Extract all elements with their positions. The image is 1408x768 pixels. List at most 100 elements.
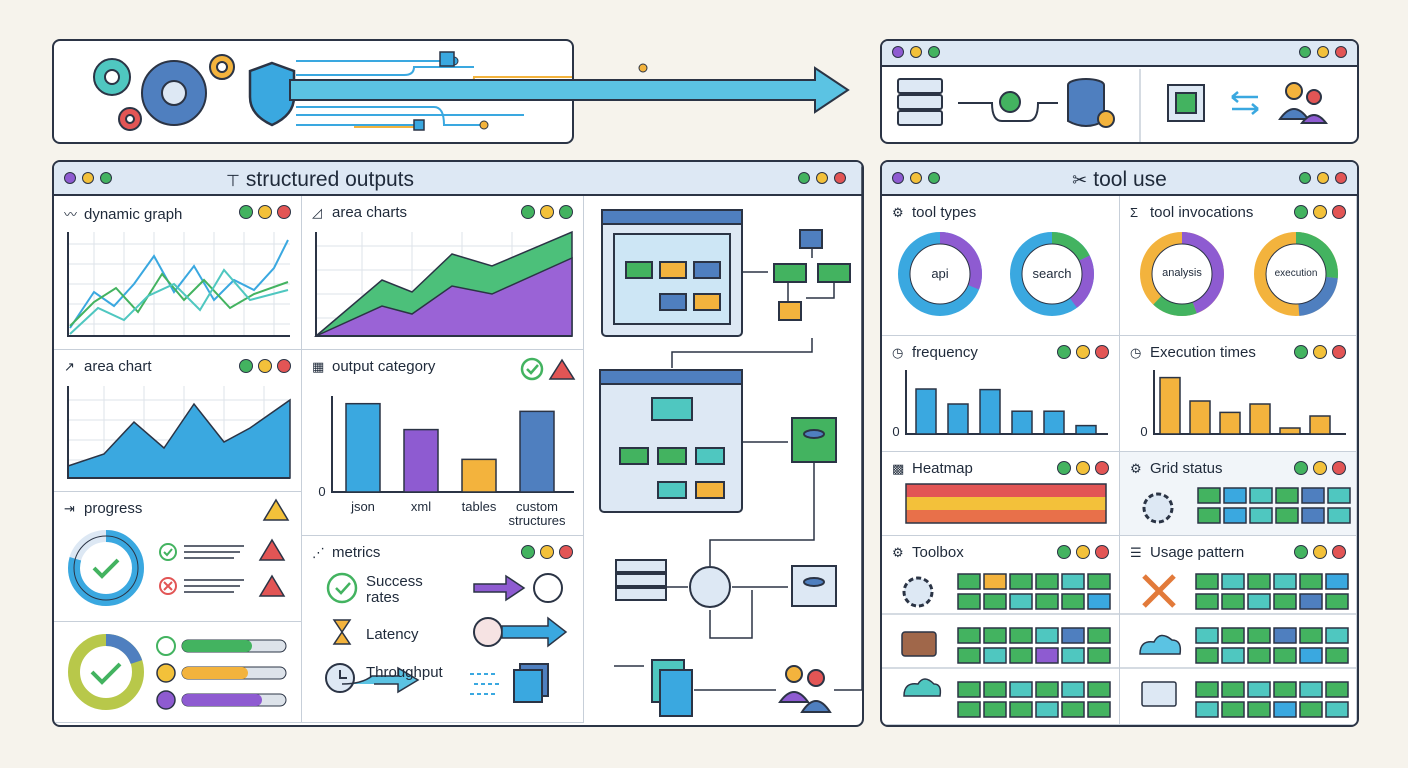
control-dot[interactable] [1317,172,1329,184]
control-dot[interactable] [82,172,94,184]
status-cell [1195,647,1219,664]
panel-controls[interactable] [1057,345,1109,359]
control-dot[interactable] [100,172,112,184]
control-dot[interactable] [1313,205,1327,219]
control-dot[interactable] [1095,461,1109,475]
panel-area-charts[interactable]: ◿area charts [302,196,584,350]
control-dot[interactable] [239,205,253,219]
control-dot[interactable] [277,359,291,373]
user-icon [156,690,176,710]
control-dot[interactable] [1332,461,1346,475]
infra-window [880,39,1359,144]
panel-controls[interactable] [1294,345,1346,359]
control-dot[interactable] [816,172,828,184]
panel-heatmap[interactable]: ▩Heatmap [882,452,1120,536]
status-cell [983,701,1007,718]
panel-controls[interactable] [1294,545,1346,559]
control-dot[interactable] [1299,46,1311,58]
control-dot[interactable] [928,46,940,58]
panel-controls[interactable] [1294,461,1346,475]
heatmap-cell [1006,484,1031,497]
status-cell [1195,681,1219,698]
control-dot[interactable] [1332,345,1346,359]
panel-controls[interactable] [1057,545,1109,559]
control-dot[interactable] [1317,46,1329,58]
control-dot[interactable] [559,205,573,219]
control-dot[interactable] [559,545,573,559]
control-dot[interactable] [277,205,291,219]
panel-grid-status[interactable]: ⚙Grid status [1120,452,1357,536]
control-dot[interactable] [1294,545,1308,559]
control-dot[interactable] [521,545,535,559]
control-dot[interactable] [1057,461,1071,475]
check-icon [999,91,1021,113]
control-dot[interactable] [540,205,554,219]
control-dot[interactable] [834,172,846,184]
control-dot[interactable] [521,205,535,219]
control-dot[interactable] [1332,205,1346,219]
window-controls-left[interactable] [892,46,940,58]
control-dot[interactable] [1299,172,1311,184]
control-dot[interactable] [1313,545,1327,559]
panel-progress[interactable]: ⇥progress [54,492,302,622]
control-dot[interactable] [1335,172,1347,184]
control-dot[interactable] [1076,461,1090,475]
panel-controls[interactable] [521,205,573,219]
control-dot[interactable] [1057,345,1071,359]
window-controls-right[interactable] [1299,172,1347,184]
control-dot[interactable] [910,172,922,184]
panel-tool-types[interactable]: ⚙tool types api search [882,196,1120,336]
status-cell [1195,627,1219,644]
status-cell [1087,681,1111,698]
panel-execution-times[interactable]: ◷Execution times 0 [1120,336,1357,452]
panel-controls[interactable] [1057,461,1109,475]
panel-dynamic-graph[interactable]: 〰dynamic graph [54,196,302,350]
status-cell [1087,627,1111,644]
panel-controls[interactable] [239,359,291,373]
chip-icon [791,417,837,463]
control-dot[interactable] [540,545,554,559]
window-controls-left[interactable] [64,172,112,184]
alert-icon [156,663,176,683]
panel-toolbox[interactable]: ⚙Toolbox [882,536,1120,725]
window-controls-left[interactable] [892,172,940,184]
window-controls-right[interactable] [798,172,846,184]
database-icon [1067,78,1115,128]
panel-metrics[interactable]: ⋰metrics Success rates Latency Throughpu… [302,536,584,723]
control-dot[interactable] [239,359,253,373]
control-dot[interactable] [1095,345,1109,359]
control-dot[interactable] [1294,345,1308,359]
control-dot[interactable] [1313,345,1327,359]
control-dot[interactable] [1095,545,1109,559]
line-chart-icon: 〰 [64,207,78,222]
panel-title-wrap: ◷frequency [892,344,978,361]
panel-status-bars[interactable] [54,622,302,723]
control-dot[interactable] [798,172,810,184]
status-cell [1273,681,1297,698]
panel-controls[interactable] [1294,205,1346,219]
control-dot[interactable] [1294,205,1308,219]
control-dot[interactable] [1335,46,1347,58]
panel-controls[interactable] [521,545,573,559]
panel-area-chart[interactable]: ↗area chart [54,350,302,492]
heatmap-grid [905,483,1107,524]
control-dot[interactable] [258,205,272,219]
control-dot[interactable] [258,359,272,373]
control-dot[interactable] [928,172,940,184]
control-dot[interactable] [1294,461,1308,475]
control-dot[interactable] [892,46,904,58]
control-dot[interactable] [1057,545,1071,559]
control-dot[interactable] [1076,345,1090,359]
control-dot[interactable] [1313,461,1327,475]
control-dot[interactable] [1332,545,1346,559]
panel-controls[interactable] [239,205,291,219]
window-controls-right[interactable] [1299,46,1347,58]
panel-usage-pattern[interactable]: ☰Usage pattern [1120,536,1357,725]
panel-frequency[interactable]: ◷frequency 0 [882,336,1120,452]
control-dot[interactable] [64,172,76,184]
control-dot[interactable] [1076,545,1090,559]
control-dot[interactable] [910,46,922,58]
control-dot[interactable] [892,172,904,184]
